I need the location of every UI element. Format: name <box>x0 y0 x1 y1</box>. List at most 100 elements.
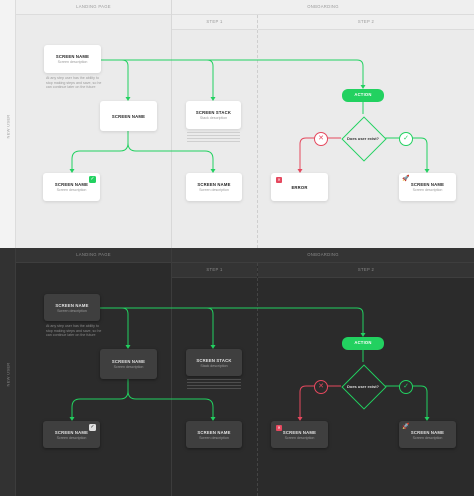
node-title: SCREEN NAME <box>111 113 146 119</box>
checkmark-badge-icon: ✓ <box>89 176 96 183</box>
node-description: Screen description <box>56 435 87 440</box>
decision-label: Does user exist? <box>346 384 379 389</box>
red-connector <box>299 137 341 172</box>
node-title: SCREEN NAME <box>111 359 146 364</box>
node-title: SCREEN NAME <box>54 429 89 435</box>
lane-strip: NEW USER <box>0 0 16 248</box>
node-description: Stack description <box>200 363 228 368</box>
header-landing-page: LANDING PAGE <box>16 0 171 15</box>
screen-node-middle[interactable]: SCREEN NAME Screen description <box>100 349 157 379</box>
screen-node-middle[interactable]: SCREEN NAME <box>100 101 157 131</box>
node-description: Screen description <box>412 435 443 440</box>
check-circle-icon: ✓ <box>399 132 413 146</box>
connector <box>385 385 428 420</box>
screen-node-bottom-middle[interactable]: SCREEN NAME Screen description <box>186 173 242 201</box>
arrow-head <box>210 169 216 173</box>
header-step-1: STEP 1 <box>172 15 257 30</box>
node-title: SCREEN NAME <box>197 182 231 187</box>
stack-layer <box>187 141 240 142</box>
arrow-head <box>424 169 430 173</box>
screen-node-top[interactable]: SCREEN NAME Screen description <box>44 294 100 321</box>
green-connectors <box>71 307 428 420</box>
node-title: ERROR <box>291 184 308 190</box>
stack-layer <box>187 135 240 136</box>
connector-lines <box>69 59 430 173</box>
screen-stack-node[interactable]: SCREEN STACK Stack description <box>186 349 242 376</box>
lane-strip: NEW USER <box>0 248 16 496</box>
connector <box>385 137 428 172</box>
screen-node-top[interactable]: SCREEN NAME Screen description <box>44 45 101 73</box>
arrow-head <box>297 417 303 421</box>
connector <box>71 379 129 420</box>
save-later-note: At any step user has the ability to stop… <box>46 76 102 90</box>
arrow-head <box>424 417 430 421</box>
arrow-head <box>297 169 303 173</box>
node-description: Screen description <box>56 188 87 192</box>
header-step-1: STEP 1 <box>172 263 257 278</box>
node-description: Stack description <box>199 116 228 120</box>
error-badge-icon: ✕ <box>276 177 282 183</box>
stack-layer <box>187 382 241 383</box>
node-description: Screen description <box>57 60 88 64</box>
connector <box>100 307 364 336</box>
stack-layer <box>187 388 241 389</box>
header-onboarding: ONBOARDING <box>172 248 474 263</box>
connector <box>100 307 214 348</box>
arrow-head <box>210 417 216 421</box>
connector <box>101 59 364 88</box>
node-title: SCREEN NAME <box>55 54 90 59</box>
node-title: SCREEN NAME <box>197 429 231 435</box>
light-flow-panel: NEW USER LANDING PAGE ONBOARDING STEP 1 … <box>0 0 474 248</box>
error-badge-icon: ✕ <box>276 425 282 431</box>
arrow-head <box>69 169 75 173</box>
connector-lines <box>69 307 430 421</box>
stack-layer <box>187 379 241 380</box>
connector <box>127 131 214 172</box>
decision-label: Does user exist? <box>346 136 379 141</box>
x-circle-icon: ✕ <box>314 132 328 146</box>
node-description: Screen description <box>199 188 229 192</box>
arrow-head <box>360 333 366 337</box>
header-step-2: STEP 2 <box>258 15 474 30</box>
node-title: SCREEN NAME <box>282 429 317 435</box>
node-title: SCREEN NAME <box>54 182 89 187</box>
node-title: SCREEN STACK <box>195 110 232 115</box>
header-step-2: STEP 2 <box>258 263 474 278</box>
arrow-head <box>125 345 131 349</box>
x-circle-icon: ✕ <box>314 380 328 394</box>
action-button[interactable]: ACTION <box>342 89 384 102</box>
dark-flow-panel: NEW USER LANDING PAGE ONBOARDING STEP 1 … <box>0 248 474 496</box>
red-connector <box>299 385 341 420</box>
node-title: SCREEN NAME <box>410 429 445 435</box>
node-title: SCREEN STACK <box>196 357 232 363</box>
node-description: Screen description <box>57 308 87 313</box>
node-title: SCREEN NAME <box>55 302 89 308</box>
node-description: Screen description <box>199 435 229 440</box>
action-button[interactable]: ACTION <box>342 337 384 350</box>
node-description: Screen description <box>412 188 443 192</box>
screen-node-bottom-right[interactable]: SCREEN NAME Screen description <box>399 173 456 201</box>
arrow-head <box>210 97 216 101</box>
rocket-icon: 🚀 <box>402 424 410 430</box>
rocket-icon: 🚀 <box>402 176 410 182</box>
arrow-head <box>69 417 75 421</box>
checkmark-badge-icon: ✓ <box>89 424 96 431</box>
column-divider-dashed <box>257 263 259 496</box>
node-description: Screen description <box>113 365 144 369</box>
header-landing-page: LANDING PAGE <box>16 248 171 263</box>
arrow-head <box>210 345 216 349</box>
screen-node-bottom-right[interactable]: SCREEN NAME Screen description <box>399 421 456 448</box>
connector <box>127 379 214 420</box>
arrow-head <box>360 85 366 89</box>
stack-layer <box>187 385 241 386</box>
save-later-note: At any step user has the ability to stop… <box>46 324 102 338</box>
connector <box>101 59 214 100</box>
screen-node-bottom-middle[interactable]: SCREEN NAME Screen description <box>186 421 242 448</box>
column-divider <box>171 248 172 496</box>
screen-stack-node[interactable]: SCREEN STACK Stack description <box>186 101 241 129</box>
column-divider <box>171 0 172 248</box>
stack-layer <box>187 138 240 139</box>
arrow-head <box>125 97 131 101</box>
header-onboarding: ONBOARDING <box>172 0 474 15</box>
